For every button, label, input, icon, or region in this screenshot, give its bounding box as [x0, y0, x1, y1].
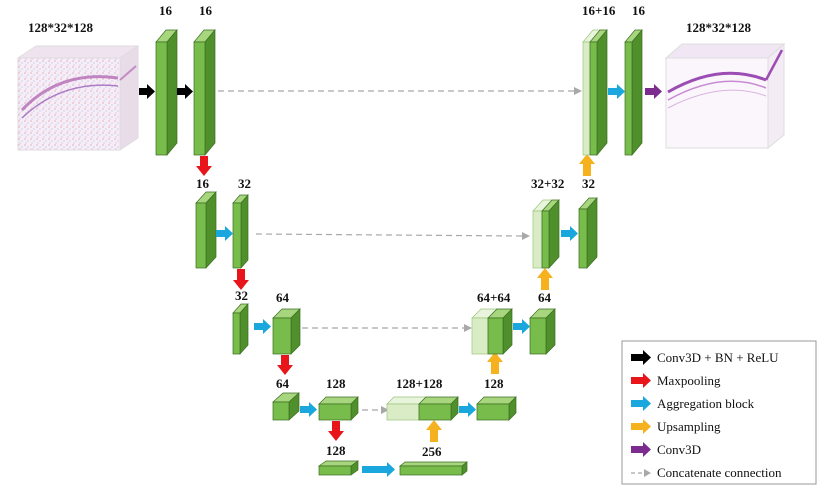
maxpool-arrow-2	[233, 269, 249, 290]
legend-label-conv-bn-relu: Conv3D + BN + ReLU	[657, 350, 779, 365]
bottleneck-block-a	[317, 460, 360, 476]
aggregation-arrow-2	[254, 319, 271, 334]
upsampling-arrow-1	[426, 420, 442, 442]
dec3-concat-block	[471, 308, 513, 355]
dec4-block	[476, 396, 517, 421]
dec2-block	[578, 197, 598, 269]
enc2-block-a	[195, 191, 217, 269]
enc3-block-a	[232, 303, 249, 355]
purple-arrow-icon	[631, 442, 651, 457]
dec2-concat-label: 32+32	[531, 176, 564, 191]
enc3-block-b	[272, 308, 301, 355]
enc3a-label: 32	[235, 288, 248, 303]
dec1-concat-label: 16+16	[582, 3, 616, 18]
legend-label-maxpooling: Maxpooling	[657, 373, 721, 388]
enc1-block-a	[155, 29, 178, 156]
legend-label-aggregation: Aggregation block	[657, 396, 755, 411]
input-size-label: 128*32*128	[28, 20, 94, 35]
conv-arrow-1	[139, 84, 155, 99]
conv3d-arrow-output	[645, 84, 662, 99]
dec2-label: 32	[582, 176, 595, 191]
legend-label-upsampling: Upsampling	[657, 419, 721, 434]
skip-connection-4	[362, 406, 389, 414]
enc4-block-a	[272, 392, 300, 421]
enc1b-label: 16	[199, 3, 213, 18]
upsampling-arrow-2	[487, 352, 503, 374]
orange-arrow-icon	[631, 419, 651, 434]
enc2b-label: 32	[238, 176, 251, 191]
dashed-arrow-icon	[631, 469, 651, 477]
input-volume-image	[16, 45, 140, 151]
enc1a-label: 16	[159, 3, 173, 18]
output-volume-image	[664, 42, 786, 150]
skip-connection-3	[302, 324, 472, 332]
bottleneck-block-b	[399, 461, 468, 476]
enc2a-label: 16	[196, 176, 210, 191]
black-arrow-icon	[631, 350, 651, 365]
dec1-concat-block	[582, 29, 608, 156]
enc3b-label: 64	[276, 290, 290, 305]
legend-label-conv3d: Conv3D	[657, 442, 701, 457]
dec3-block	[529, 308, 556, 355]
maxpool-arrow-4	[328, 421, 344, 441]
aggregation-arrow-5	[513, 319, 530, 334]
dec2-concat-block	[532, 199, 560, 269]
aggregation-arrow-1	[216, 226, 233, 241]
bottleneck-b-label: 256	[422, 444, 442, 459]
dec3-concat-label: 64+64	[477, 290, 511, 305]
skip-connection-2	[255, 232, 530, 240]
upsampling-arrow-3	[537, 268, 553, 290]
legend: Conv3D + BN + ReLU Maxpooling Aggregatio…	[621, 340, 817, 485]
upsampling-arrow-4	[579, 154, 595, 176]
bottleneck-a-label: 128	[326, 443, 346, 458]
aggregation-arrow-6	[561, 226, 578, 241]
enc1-block-b	[193, 29, 216, 156]
aggregation-arrow-4	[459, 402, 476, 417]
dec4-label: 128	[484, 376, 504, 391]
output-size-label: 128*32*128	[686, 20, 752, 35]
dec4-concat-label: 128+128	[396, 376, 443, 391]
aggregation-arrow-7	[608, 84, 625, 99]
enc2-block-b	[232, 194, 249, 269]
aggregation-arrow-3	[300, 402, 317, 417]
dec1-block	[624, 29, 643, 156]
dec3-label: 64	[538, 290, 552, 305]
maxpool-arrow-1	[196, 156, 212, 176]
dec4-concat-block	[386, 396, 459, 421]
red-arrow-icon	[631, 373, 651, 388]
maxpool-arrow-3	[277, 355, 293, 375]
enc4a-label: 64	[276, 376, 290, 391]
aggregation-arrow-bottom	[362, 462, 395, 477]
legend-label-concatenate: Concatenate connection	[657, 465, 782, 480]
conv-arrow-2	[177, 84, 193, 99]
enc4b-label: 128	[326, 376, 346, 391]
enc4-block-b	[318, 396, 359, 421]
skip-connection-1	[218, 87, 582, 95]
blue-arrow-icon	[631, 396, 651, 411]
dec1-label: 16	[632, 3, 646, 18]
